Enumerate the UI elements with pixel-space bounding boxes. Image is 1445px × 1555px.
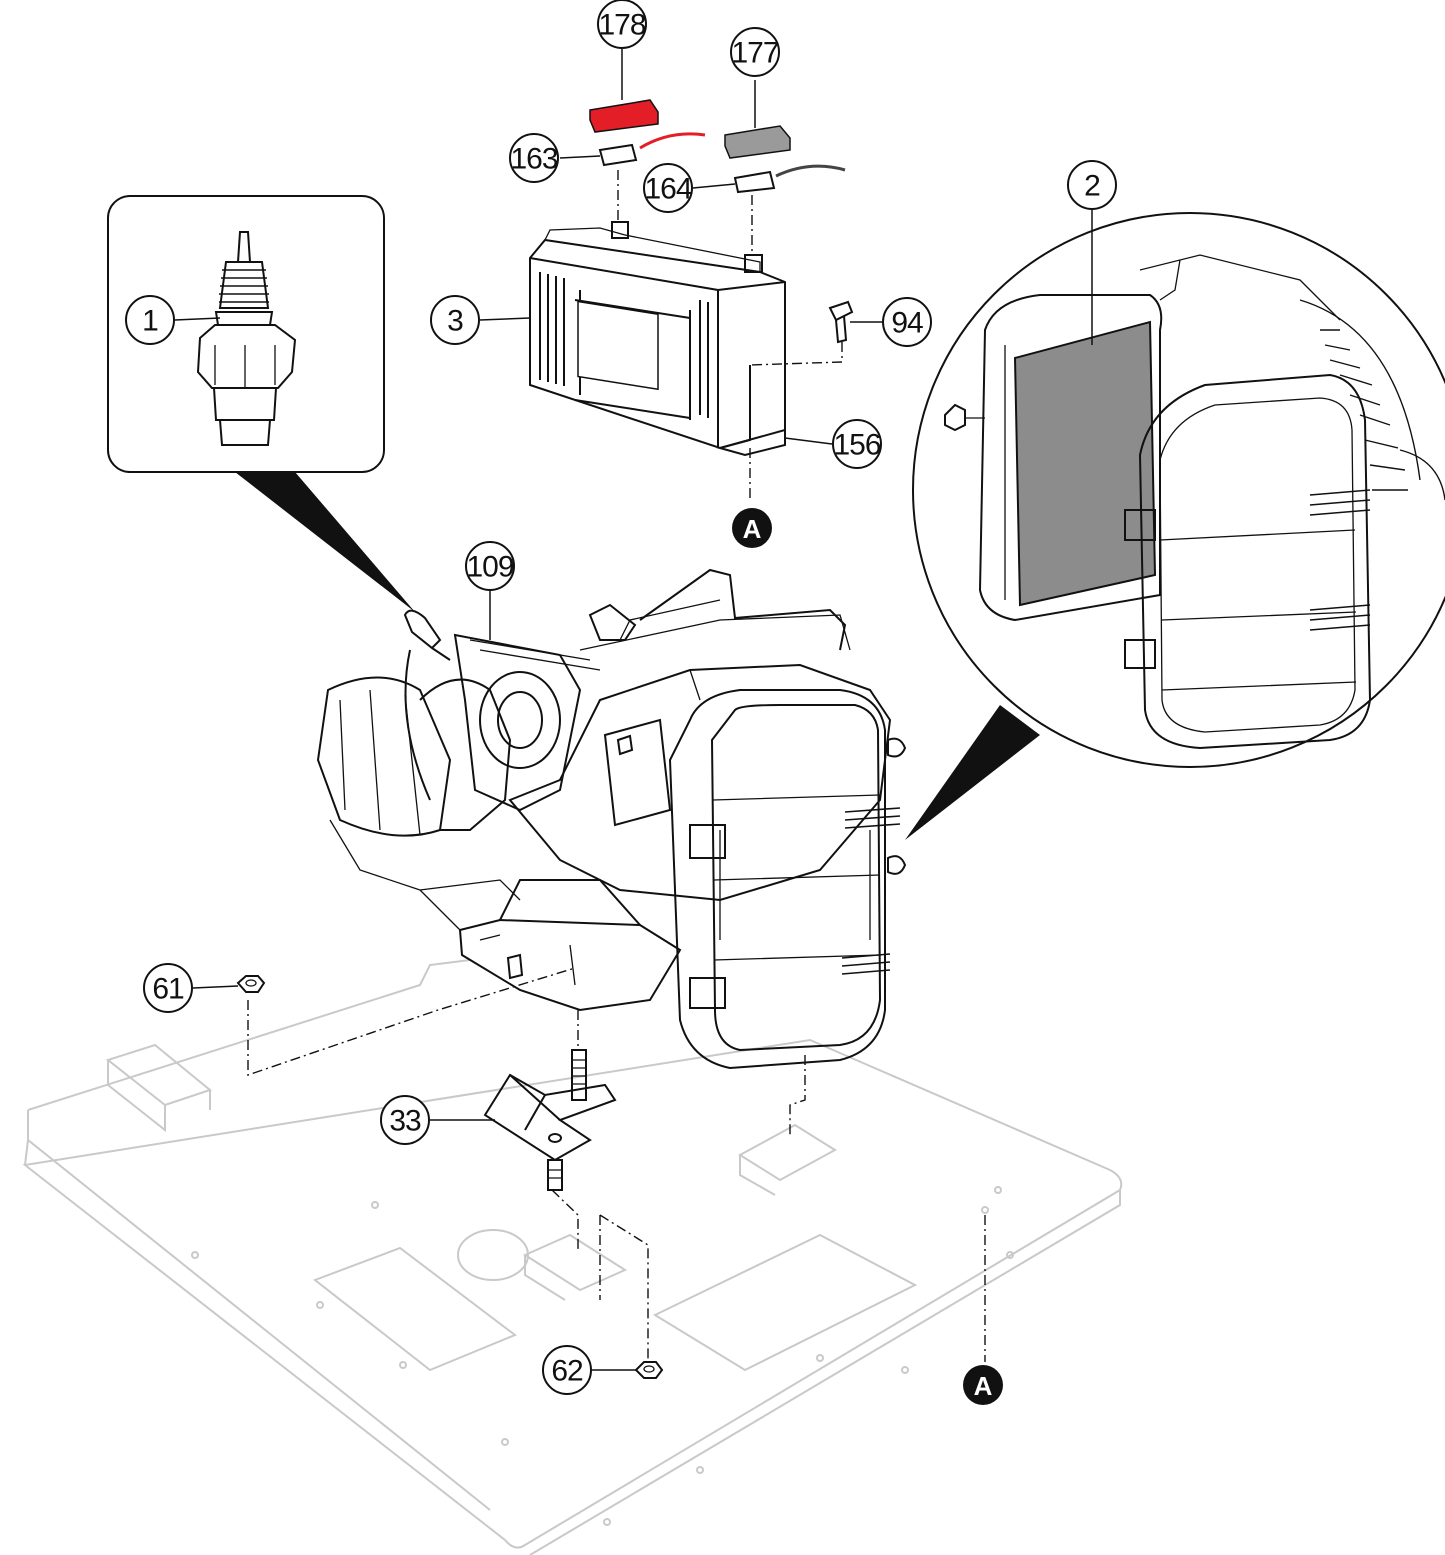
plate-holes [191,1186,1014,1526]
bolt-94 [828,300,854,344]
callout-177: 177 [730,27,780,77]
spark-plug-detail [107,195,415,612]
svg-text:3: 3 [447,305,463,338]
reference-marker-a-upper: A [732,508,772,548]
battery [529,221,786,450]
callout-109: 109 [465,541,515,591]
engine [316,568,907,1070]
callout-62: 62 [542,1345,592,1395]
svg-text:61: 61 [152,973,184,1006]
positive-terminal-boot [589,99,659,133]
callout-156: 156 [832,419,882,469]
callout-164: 164 [643,163,693,213]
callout-94: 94 [882,297,932,347]
nut-62 [634,1361,664,1379]
svg-text:A: A [743,514,762,544]
positive-cable-clamp [598,132,706,167]
battery-bracket [716,365,786,457]
svg-text:109: 109 [466,551,513,584]
callout-61: 61 [143,963,193,1013]
mounting-plate [22,959,1123,1555]
svg-text:1: 1 [142,305,158,338]
callout-33: 33 [380,1095,430,1145]
svg-text:2: 2 [1084,170,1100,203]
air-filter-detail [905,212,1445,840]
callout-1: 1 [125,295,175,345]
svg-text:177: 177 [731,37,778,70]
engine-mount-33 [483,1049,617,1191]
reference-marker-a-lower: A [963,1365,1003,1405]
svg-text:164: 164 [644,173,691,206]
svg-text:62: 62 [551,1355,583,1388]
callout-3: 3 [430,295,480,345]
leader-lines [174,48,1093,1371]
nut-61 [236,975,266,993]
svg-text:A: A [974,1371,993,1401]
callout-2: 2 [1067,160,1117,210]
negative-terminal-boot [724,125,791,159]
svg-text:156: 156 [833,429,880,462]
callout-163: 163 [509,133,559,183]
negative-cable-clamp [733,164,846,194]
svg-text:94: 94 [891,307,923,340]
assembly-guides [247,170,986,1362]
svg-text:178: 178 [598,9,645,42]
svg-text:33: 33 [389,1105,421,1138]
callout-178: 178 [597,0,647,49]
svg-text:163: 163 [510,143,557,176]
